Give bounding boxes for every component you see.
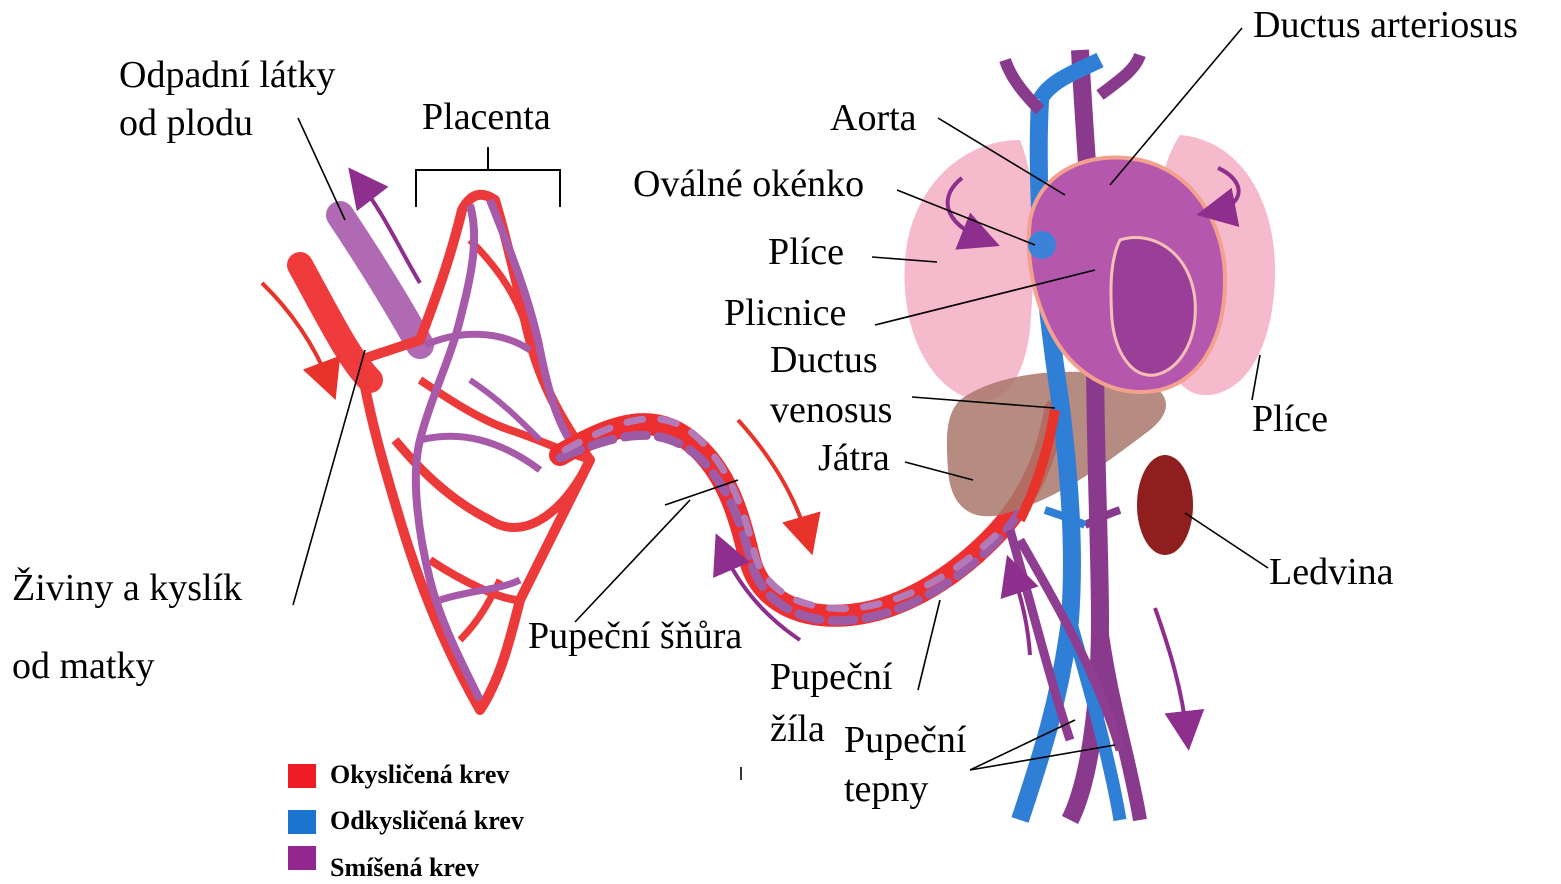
label-ductus-venosus-line1: Ductus xyxy=(770,338,878,382)
label-umbilical-vein-line2: žíla xyxy=(770,707,825,751)
arrow-leg-down xyxy=(1155,608,1187,735)
label-waste-line1: Odpadní látky xyxy=(119,53,335,97)
legend-label-mixed: Smíšená krev xyxy=(330,853,479,883)
legend-swatch-oxygenated xyxy=(288,764,316,788)
label-pulmonary-trunk: Plicnice xyxy=(724,291,846,335)
label-lung-right: Plíce xyxy=(1252,397,1328,441)
label-umbilical-cord: Pupeční šňůra xyxy=(528,614,742,658)
label-kidney: Ledvina xyxy=(1269,550,1394,594)
legend-swatch-deoxygenated xyxy=(288,810,316,834)
label-lung-left: Plíce xyxy=(768,230,844,274)
legend-label-oxygenated: Okysličená krev xyxy=(330,760,509,790)
label-foramen-ovale: Oválné okénko xyxy=(633,162,864,206)
leader-nutrients xyxy=(293,350,365,605)
label-ductus-venosus-line2: venosus xyxy=(770,388,892,432)
leader-kidney xyxy=(1185,513,1268,568)
kidney-illustration xyxy=(1137,455,1193,555)
leader-umbilical-vein xyxy=(918,600,940,690)
label-umbilical-vein-line1: Pupeční xyxy=(770,655,892,699)
label-nutrients-line2: od matky xyxy=(12,644,154,688)
label-nutrients-line1: Živiny a kyslík xyxy=(12,566,242,610)
label-umbilical-arteries-line2: tepny xyxy=(844,767,928,811)
lung-left-illustration xyxy=(904,140,1034,400)
label-ductus-arteriosus: Ductus arteriosus xyxy=(1253,3,1518,47)
label-umbilical-arteries-line1: Pupeční xyxy=(844,718,966,762)
legend-swatch-mixed xyxy=(288,846,316,870)
legend-label-deoxygenated: Odkysličená krev xyxy=(330,806,524,836)
leader-arteries-1 xyxy=(970,720,1075,770)
leader-waste xyxy=(298,118,345,220)
leader-cord-1 xyxy=(575,500,690,622)
foramen-ovale-illustration xyxy=(1028,231,1056,259)
label-liver: Játra xyxy=(818,436,890,480)
label-placenta: Placenta xyxy=(422,95,551,139)
label-waste-line2: od plodu xyxy=(119,101,253,145)
fetal-vessels-illustration xyxy=(904,50,1275,820)
label-aorta: Aorta xyxy=(830,96,917,140)
